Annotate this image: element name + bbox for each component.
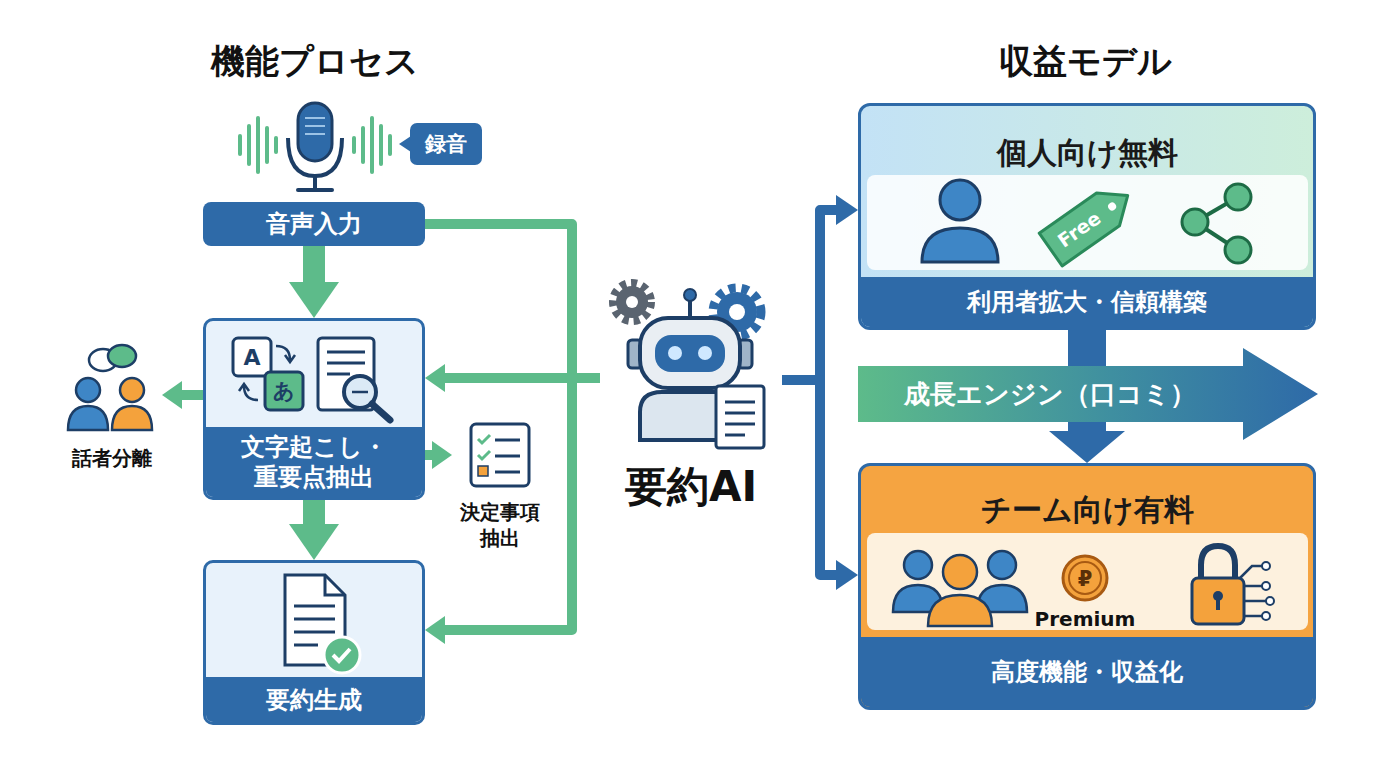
panel-heading: 個人向け無料	[861, 123, 1313, 183]
node-label: 要約生成	[206, 677, 422, 722]
output-icon-node: 話者分離	[62, 340, 162, 475]
gear	[613, 283, 651, 321]
sound-wave	[240, 118, 390, 172]
speaker-icon	[76, 378, 100, 402]
text-line	[725, 423, 755, 426]
checklist-icon	[478, 435, 490, 459]
node-label: 成長エンジン（口コミ）	[858, 348, 1242, 440]
speaker-icon	[112, 406, 152, 430]
process-box: 要約生成	[203, 560, 425, 725]
sound-wave	[370, 118, 374, 172]
panel-heading: チーム向け有料	[861, 480, 1313, 540]
growth-arrow: 成長エンジン（口コミ）	[858, 348, 1318, 440]
flow-arrow	[303, 246, 325, 282]
icon-glyph: あ	[273, 377, 295, 405]
robot-icon	[698, 346, 712, 360]
microphone-grille	[305, 133, 325, 135]
sound-wave	[388, 136, 392, 154]
flow-arrow	[445, 378, 600, 630]
arrow-shape	[858, 348, 1318, 440]
speaker-icon	[68, 406, 108, 430]
sound-wave	[238, 136, 242, 154]
process-box: 音声入力	[203, 202, 425, 246]
microphone-icon	[298, 103, 332, 161]
text-line	[495, 439, 520, 442]
flow-arrow	[782, 380, 836, 575]
text-line	[495, 471, 520, 474]
gear	[729, 304, 745, 320]
robot-icon	[668, 346, 682, 360]
panel-footer: 高度機能・収益化	[861, 637, 1313, 707]
callout-tag: 録音	[410, 123, 482, 165]
speaker-icon	[68, 345, 152, 430]
node-label: 録音	[425, 130, 467, 158]
sound-wave	[256, 118, 260, 172]
section-heading: 収益モデル	[999, 39, 1172, 85]
flow-arrow	[425, 450, 432, 460]
robot-icon	[613, 283, 764, 448]
gear	[713, 288, 761, 336]
text-line	[725, 412, 755, 415]
microphone-icon	[240, 103, 390, 190]
checklist-icon	[471, 424, 529, 486]
gear	[713, 288, 761, 336]
sound-wave	[274, 138, 278, 152]
text-line	[725, 401, 755, 404]
gear	[616, 286, 648, 318]
gear	[626, 296, 638, 308]
gear	[613, 283, 651, 321]
sound-wave	[379, 126, 383, 164]
currency-symbol: ₽	[1078, 567, 1093, 591]
process-box: 文字起こし・ 重要点抽出	[203, 318, 425, 500]
robot-icon	[640, 392, 740, 440]
sound-wave	[247, 126, 251, 164]
speaker-icon	[89, 349, 117, 371]
flow-arrow	[182, 390, 203, 400]
text-line	[495, 455, 520, 458]
output-icon-node: 決定事項 抽出	[452, 420, 548, 555]
microphone-grille	[305, 117, 325, 119]
microphone-grille	[305, 118, 325, 134]
sound-wave	[352, 138, 356, 152]
robot-icon	[640, 318, 740, 388]
speaker-icon	[120, 378, 144, 402]
text-line	[725, 402, 755, 435]
robot-icon	[628, 340, 642, 368]
flow-arrow	[303, 500, 325, 524]
gear	[717, 292, 757, 332]
robot-icon	[716, 386, 764, 448]
text-line	[725, 434, 745, 437]
flow-arrow	[782, 210, 836, 380]
microphone-icon	[288, 138, 342, 176]
speaker-icon	[108, 345, 136, 367]
microphone-grille	[305, 125, 325, 127]
node-label: 文字起こし・ 重要点抽出	[206, 427, 422, 497]
robot-icon	[684, 289, 696, 301]
flow-arrow	[425, 224, 600, 378]
sound-wave	[361, 128, 365, 162]
robot-icon	[738, 340, 752, 368]
microphone-icon	[313, 176, 317, 190]
microphone-icon	[298, 188, 332, 192]
node-label: 決定事項 抽出	[452, 499, 548, 551]
plan-badge: Premium	[1035, 607, 1136, 631]
sound-wave	[265, 128, 269, 162]
robot-icon	[655, 335, 725, 372]
section-heading: 機能プロセス	[211, 39, 419, 85]
panel-footer: 利用者拡大・信頼構築	[861, 277, 1313, 327]
checklist-icon	[478, 466, 488, 476]
node-label: 要約AI	[600, 459, 782, 515]
checklist-icon	[471, 424, 529, 486]
text-line	[495, 440, 520, 472]
robot-icon	[688, 298, 692, 318]
icon-glyph: A	[243, 345, 260, 370]
ai-hub: 要約AI	[600, 285, 782, 515]
node-label: 音声入力	[266, 208, 362, 240]
node-label: 話者分離	[62, 445, 162, 471]
